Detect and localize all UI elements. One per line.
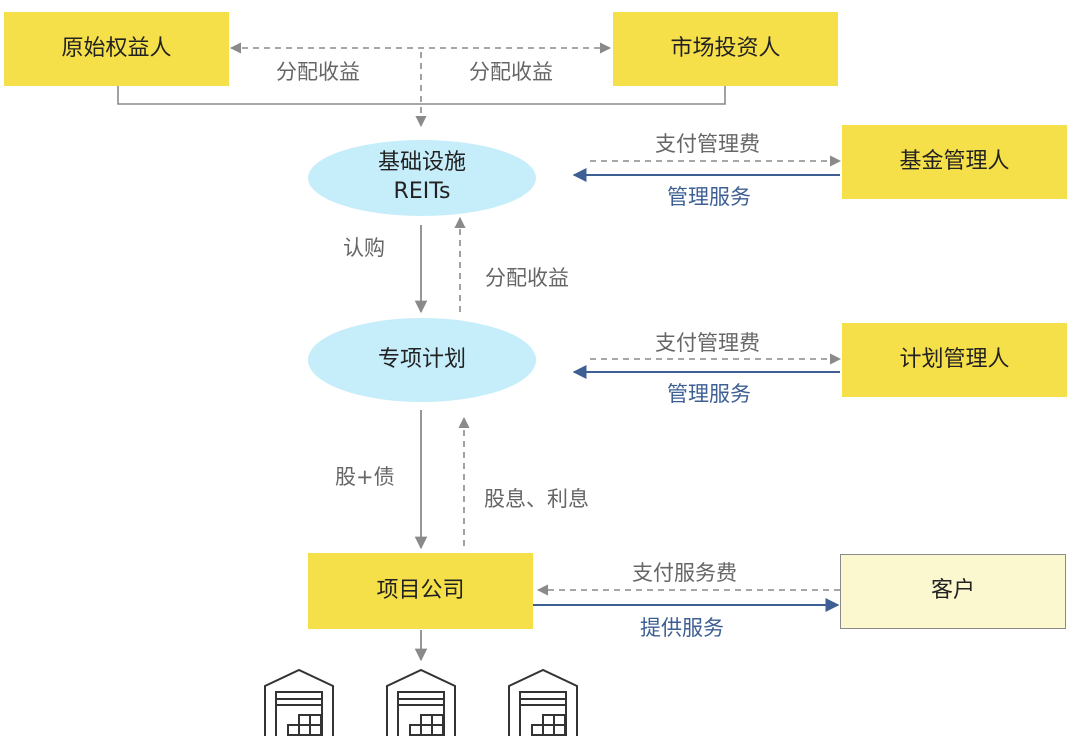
distribute-mid-label: 分配收益 xyxy=(485,266,569,290)
plan-manager-box: 计划管理人 xyxy=(842,323,1067,397)
customer-box: 客户 xyxy=(840,554,1066,629)
warehouse-icon xyxy=(508,668,578,736)
fund-manager-box: 基金管理人 xyxy=(842,125,1067,199)
provide-service-label: 提供服务 xyxy=(640,616,724,640)
project-company-box: 项目公司 xyxy=(308,553,533,629)
market-investor-box: 市场投资人 xyxy=(613,12,838,86)
reits-label-line2: REITs xyxy=(393,179,451,204)
mgmt-service-plan-label: 管理服务 xyxy=(667,382,751,406)
special-plan-ellipse: 专项计划 xyxy=(308,318,536,402)
distribute-label-right: 分配收益 xyxy=(469,60,553,84)
investor-bracket-line xyxy=(117,86,726,105)
pay-fee-fund-label: 支付管理费 xyxy=(655,132,760,156)
distribute-label-left: 分配收益 xyxy=(276,60,360,84)
pay-service-fee-label: 支付服务费 xyxy=(632,561,737,585)
pay-fee-plan-label: 支付管理费 xyxy=(655,331,760,355)
equity-debt-label: 股+债 xyxy=(335,465,395,489)
original-owner-box: 原始权益人 xyxy=(4,12,229,86)
subscribe-label: 认购 xyxy=(343,236,385,260)
warehouse-icon xyxy=(386,668,456,736)
reits-label-line1: 基础设施 xyxy=(377,150,466,176)
warehouse-icon xyxy=(264,668,334,736)
reits-ellipse: 基础设施 REITs xyxy=(308,140,536,216)
mgmt-service-fund-label: 管理服务 xyxy=(667,185,751,209)
dividend-interest-label: 股息、利息 xyxy=(484,487,589,511)
